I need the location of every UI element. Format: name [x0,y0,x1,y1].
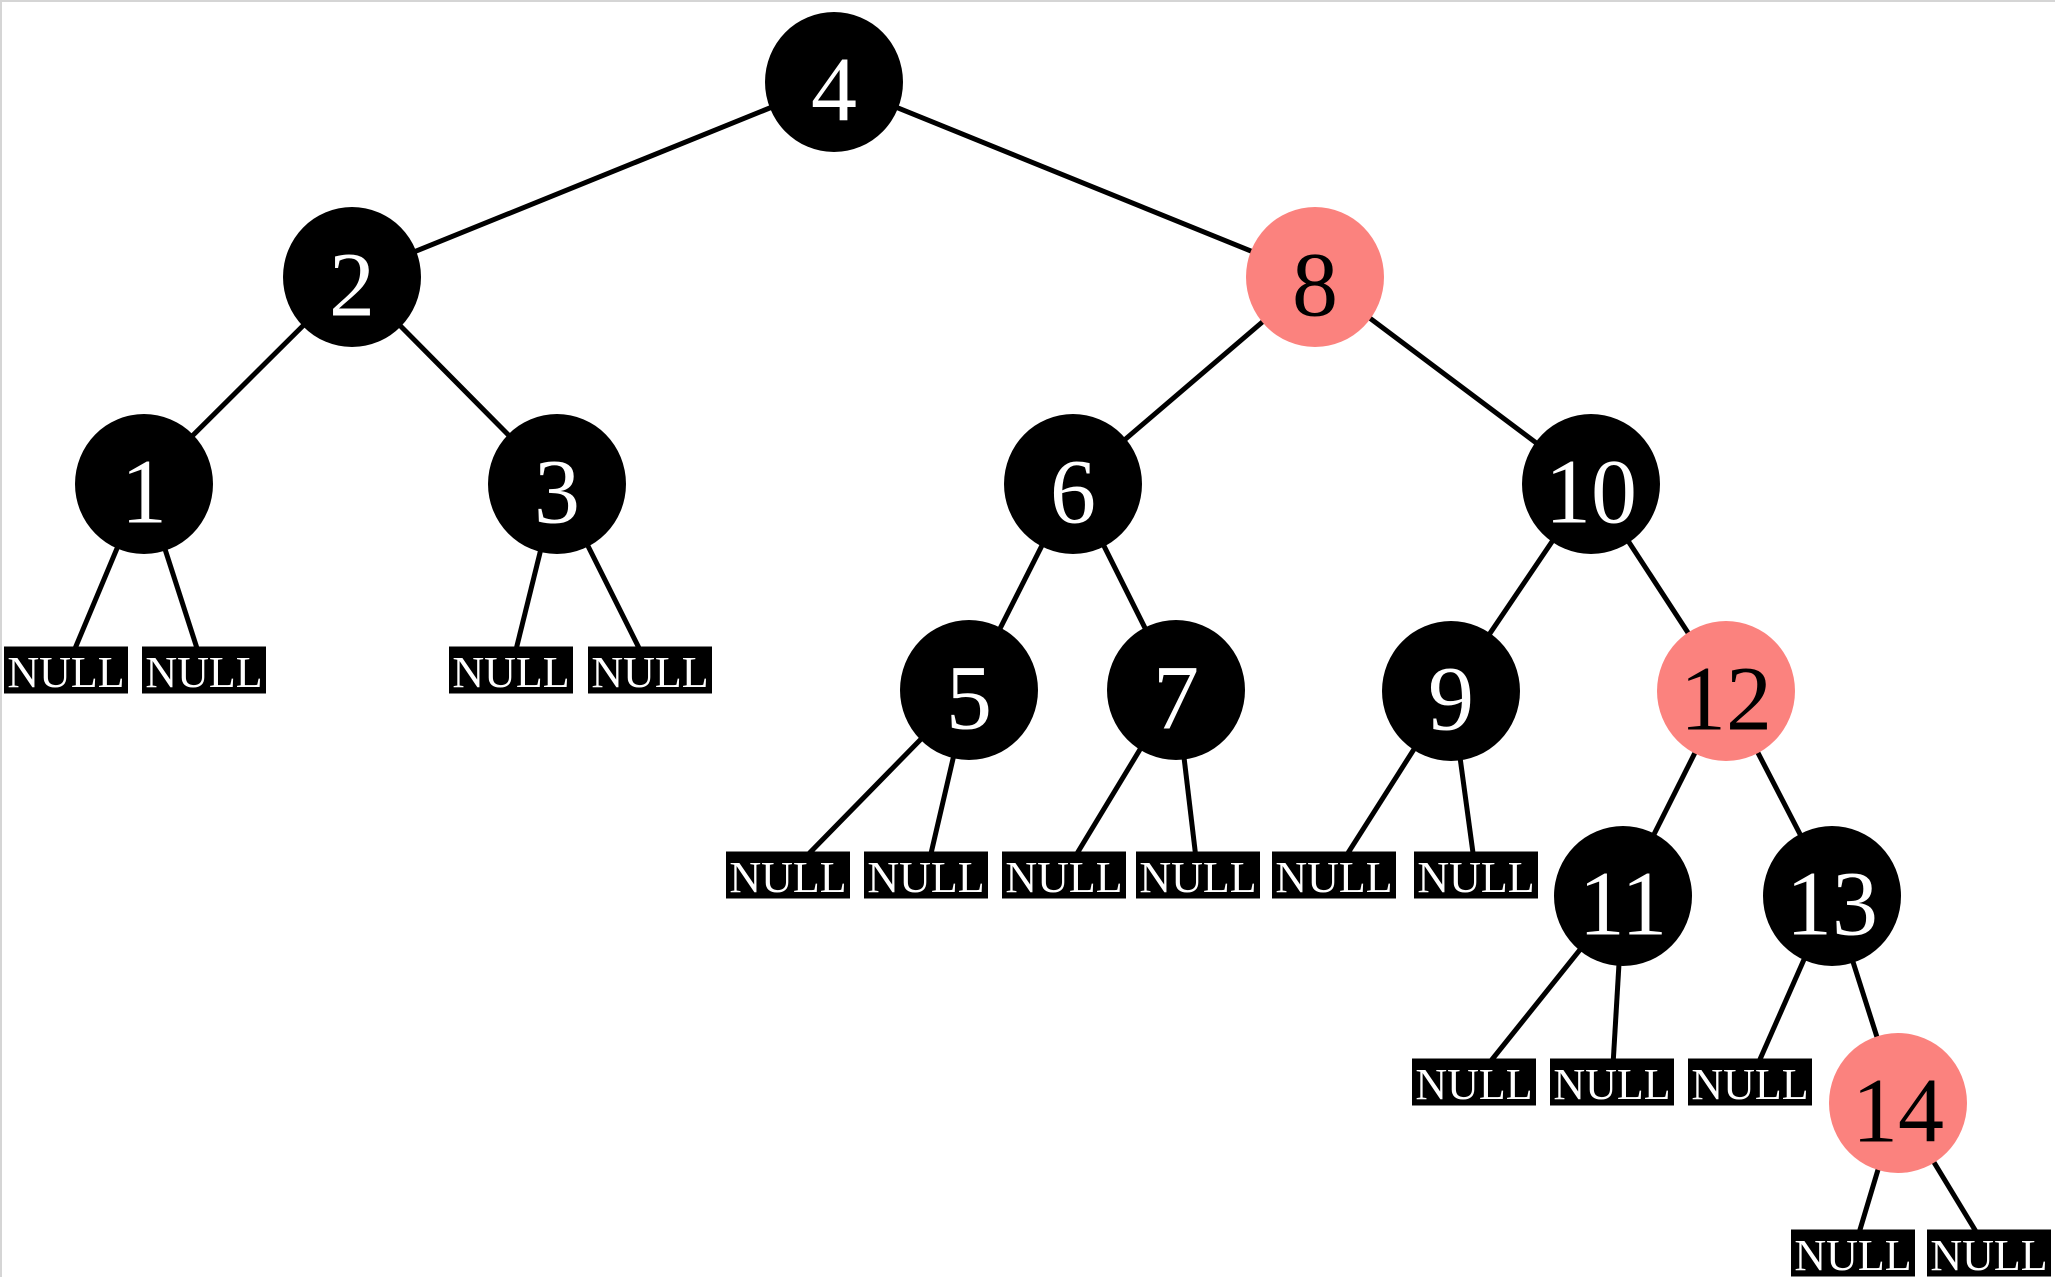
tree-node-8 [1246,207,1384,347]
tree-node-4 [765,12,903,152]
null-leaf-box [1136,851,1260,899]
tree-node-label-3: 3 [534,440,580,542]
tree-node-label-2: 2 [329,233,375,335]
null-leaf-box [588,646,712,694]
null-leaf-label: NULL [452,648,569,697]
tree-node-14 [1829,1033,1967,1173]
null-leaf-label: NULL [729,853,846,902]
null-leaf-label: NULL [1005,853,1122,902]
null-leaf-box [1412,1058,1536,1106]
null-leaf-box [1791,1229,1915,1277]
tree-node-5 [900,620,1038,760]
tree-node-12 [1657,621,1795,761]
null-leaf-box [4,646,128,694]
tree-node-label-9: 9 [1428,647,1474,749]
tree-node-7 [1107,620,1245,760]
null-leaf-box [449,646,573,694]
tree-node-6 [1004,414,1142,554]
tree-node-label-7: 7 [1153,646,1199,748]
null-leaf-label: NULL [1794,1231,1911,1277]
null-leaf-label: NULL [1553,1060,1670,1109]
tree-edge-4-8 [833,79,1316,280]
tree-node-label-12: 12 [1680,647,1772,749]
tree-edge-4-2 [351,79,835,280]
tree-node-10 [1522,414,1660,554]
null-leaf-box [1002,851,1126,899]
tree-node-9 [1382,621,1520,761]
null-leaf-label: NULL [1417,853,1534,902]
null-leaf-label: NULL [1691,1060,1808,1109]
null-leaf-label: NULL [7,648,124,697]
tree-node-3 [488,414,626,554]
tree-node-label-6: 6 [1050,440,1096,542]
tree-node-label-14: 14 [1852,1059,1944,1161]
tree-node-2 [283,207,421,347]
null-leaf-label: NULL [1275,853,1392,902]
tree-node-label-5: 5 [946,646,992,748]
tree-node-11 [1554,826,1692,966]
tree-node-label-10: 10 [1545,440,1637,542]
tree-node-13 [1763,826,1901,966]
null-leaf-label: NULL [145,648,262,697]
null-leaf-label: NULL [867,853,984,902]
null-leaf-box [1550,1058,1674,1106]
tree-node-1 [75,414,213,554]
null-leaf-box [1414,851,1538,899]
tree-node-label-1: 1 [121,440,167,542]
null-leaf-label: NULL [1139,853,1256,902]
null-leaf-box [864,851,988,899]
null-leaf-box [1927,1229,2051,1277]
tree-node-label-13: 13 [1786,852,1878,954]
null-leaf-box [142,646,266,694]
null-leaf-box [1272,851,1396,899]
null-leaf-box [726,851,850,899]
tree-node-label-8: 8 [1292,233,1338,335]
null-leaf-label: NULL [1415,1060,1532,1109]
tree-node-label-11: 11 [1579,852,1668,954]
null-leaf-label: NULL [591,648,708,697]
null-leaf-box [1688,1058,1812,1106]
null-leaf-label: NULL [1930,1231,2047,1277]
tree-node-label-4: 4 [811,38,857,140]
